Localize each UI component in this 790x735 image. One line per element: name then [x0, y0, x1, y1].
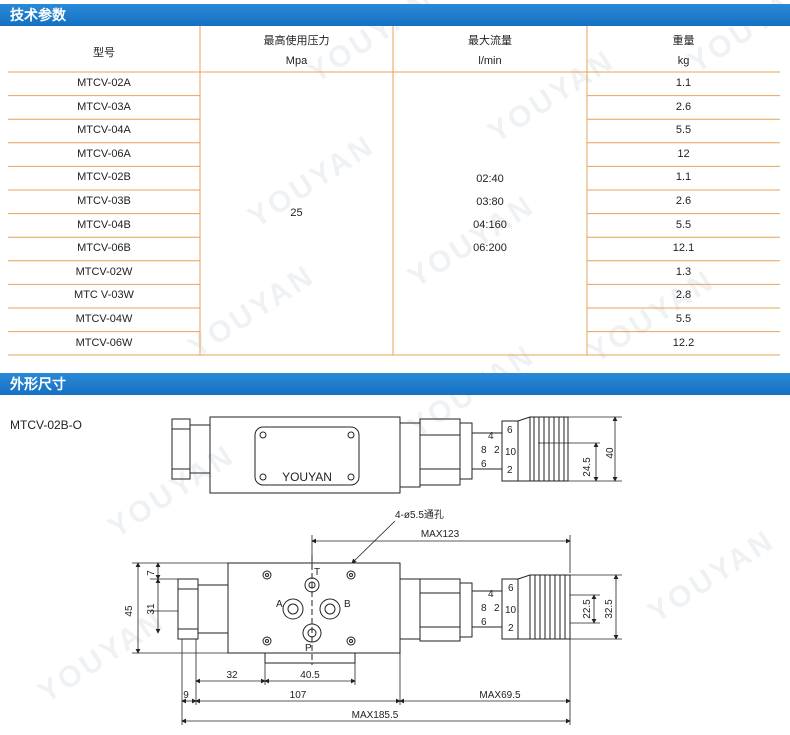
dim-label: 22.5 — [582, 599, 593, 619]
model-cell: MTCV-03A — [77, 100, 131, 113]
scale-mark: 6 — [481, 617, 487, 628]
port-label: T — [314, 567, 320, 578]
section-header-specs: 技术参数 — [0, 4, 790, 26]
dim-label: MAX123 — [421, 529, 460, 540]
hole-note: 4-ø5.5通孔 — [395, 509, 444, 521]
flow-value: 02:40 — [476, 173, 504, 185]
dim-label: 32 — [226, 670, 238, 681]
dim-label: 40 — [605, 447, 616, 459]
port-label: P — [305, 643, 312, 654]
scale-mark: 2 — [508, 623, 514, 634]
weight-cell: 12 — [677, 147, 690, 160]
weight-cell: 5.5 — [675, 218, 692, 231]
scale-mark: 8 — [481, 445, 487, 456]
flow-value: 03:80 — [476, 196, 504, 208]
header-pressure: 最高使用压力 — [263, 35, 330, 47]
model-cell: MTC V-03W — [74, 289, 134, 302]
model-cell: MTCV-06W — [75, 336, 133, 349]
scale-mark: 10 — [505, 447, 517, 458]
scale-mark: 4 — [488, 431, 494, 442]
dim-label: MAX185.5 — [352, 710, 399, 721]
weight-cell: 5.5 — [675, 313, 692, 325]
section-title: 技术参数 — [10, 7, 66, 23]
header-weight: 重量 — [672, 35, 695, 47]
model-cell: MTCV-06B — [77, 242, 131, 255]
weight-cell: 2.6 — [675, 100, 692, 113]
scale-mark: 6 — [507, 425, 513, 436]
model-label: MTCV-02B-O — [10, 418, 82, 432]
dim-label: 9 — [183, 690, 189, 701]
model-cell: MTCV-02W — [75, 265, 133, 278]
weight-cell: 1.3 — [675, 265, 692, 278]
weight-cell: 2.8 — [675, 289, 692, 302]
nameplate-text: YOUYAN — [282, 470, 332, 484]
dim-label: 7 — [146, 570, 157, 576]
weight-cell: 12.1 — [672, 242, 695, 255]
scale-mark: 6 — [508, 583, 514, 594]
flow-value: 06:200 — [473, 242, 507, 254]
weight-cell: 1.1 — [675, 171, 692, 184]
scale-mark: 2 — [494, 445, 500, 456]
header-flow-unit: l/min — [478, 55, 502, 67]
scale-mark: 10 — [505, 605, 517, 616]
model-cell: MTCV-06A — [77, 147, 131, 160]
valve-top-view — [171, 416, 569, 494]
model-cell: MTCV-02A — [77, 77, 131, 89]
scale-mark: 4 — [488, 589, 494, 600]
header-pressure-unit: Mpa — [285, 55, 308, 67]
weight-cell: 2.6 — [675, 195, 692, 207]
header-model: 型号 — [93, 47, 115, 59]
knob-ribs — [534, 575, 566, 639]
dimension-drawing: MTCV-02B-O YOUYAN 6 4 8 2 10 6 2 — [10, 416, 622, 725]
valve-front-view — [177, 562, 571, 664]
flow-value: 04:160 — [473, 219, 507, 231]
dim-label: 31 — [146, 603, 157, 615]
section-title: 外形尺寸 — [10, 376, 66, 392]
scale-mark: 6 — [481, 459, 487, 470]
model-cell: MTCV-02B — [77, 171, 131, 184]
scale-mark: 2 — [507, 465, 513, 476]
model-cell: MTCV-04W — [75, 313, 133, 325]
port-label: A — [276, 599, 283, 610]
spec-table-grid — [8, 26, 780, 356]
weight-cell: 5.5 — [675, 124, 692, 137]
scale-mark: 8 — [481, 603, 487, 614]
dim-label: 32.5 — [604, 599, 615, 619]
model-cell: MTCV-04A — [77, 124, 131, 137]
weight-cell: 12.2 — [672, 336, 695, 349]
scale-mark: 2 — [494, 603, 500, 614]
model-cell: MTCV-03B — [77, 195, 131, 207]
dim-label: 24.5 — [582, 457, 593, 477]
dim-label: 40.5 — [300, 670, 320, 681]
model-cell: MTCV-04B — [77, 218, 131, 231]
dim-label: MAX69.5 — [479, 690, 521, 701]
port-label: B — [344, 599, 351, 610]
dim-label: 107 — [290, 690, 307, 701]
header-flow: 最大流量 — [468, 35, 512, 47]
weight-cell: 1.1 — [675, 77, 692, 89]
pressure-value: 25 — [290, 207, 303, 219]
knob-ribs — [533, 417, 565, 481]
section-header-dimensions: 外形尺寸 — [0, 373, 790, 395]
header-weight-unit: kg — [677, 55, 690, 67]
dim-label: 45 — [124, 605, 135, 617]
